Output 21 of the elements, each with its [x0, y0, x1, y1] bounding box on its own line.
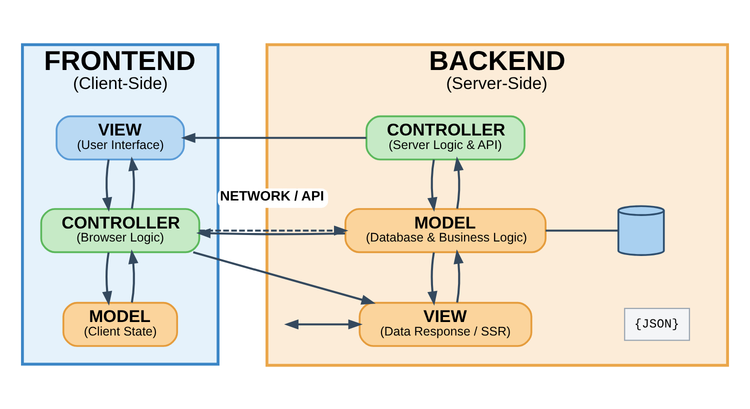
arrow: [102, 252, 112, 306]
node-box: MODEL (Client State): [62, 301, 178, 346]
arrow: [454, 248, 464, 302]
label: {JSON}: [634, 317, 680, 332]
arrow: [128, 248, 138, 302]
node-box: VIEW (User Interface): [56, 114, 185, 160]
node-box: CONTROLLER (Browser Logic): [40, 208, 200, 253]
arrow: [181, 132, 366, 142]
arrow: [284, 318, 363, 329]
arrow: [192, 250, 376, 304]
arrow: [427, 252, 438, 306]
arrow: [102, 158, 112, 212]
connector: [546, 229, 618, 232]
arrow: [199, 225, 348, 236]
arrow: [454, 156, 464, 208]
node-box: VIEW (Data Response / SSR): [358, 301, 532, 346]
node-box: CONTROLLER (Server Logic & API): [366, 114, 526, 160]
arrow: [128, 156, 138, 208]
node-box: MODEL (Database & Business Logic): [344, 208, 546, 253]
arrow: [196, 228, 346, 238]
arrow: [427, 158, 438, 212]
